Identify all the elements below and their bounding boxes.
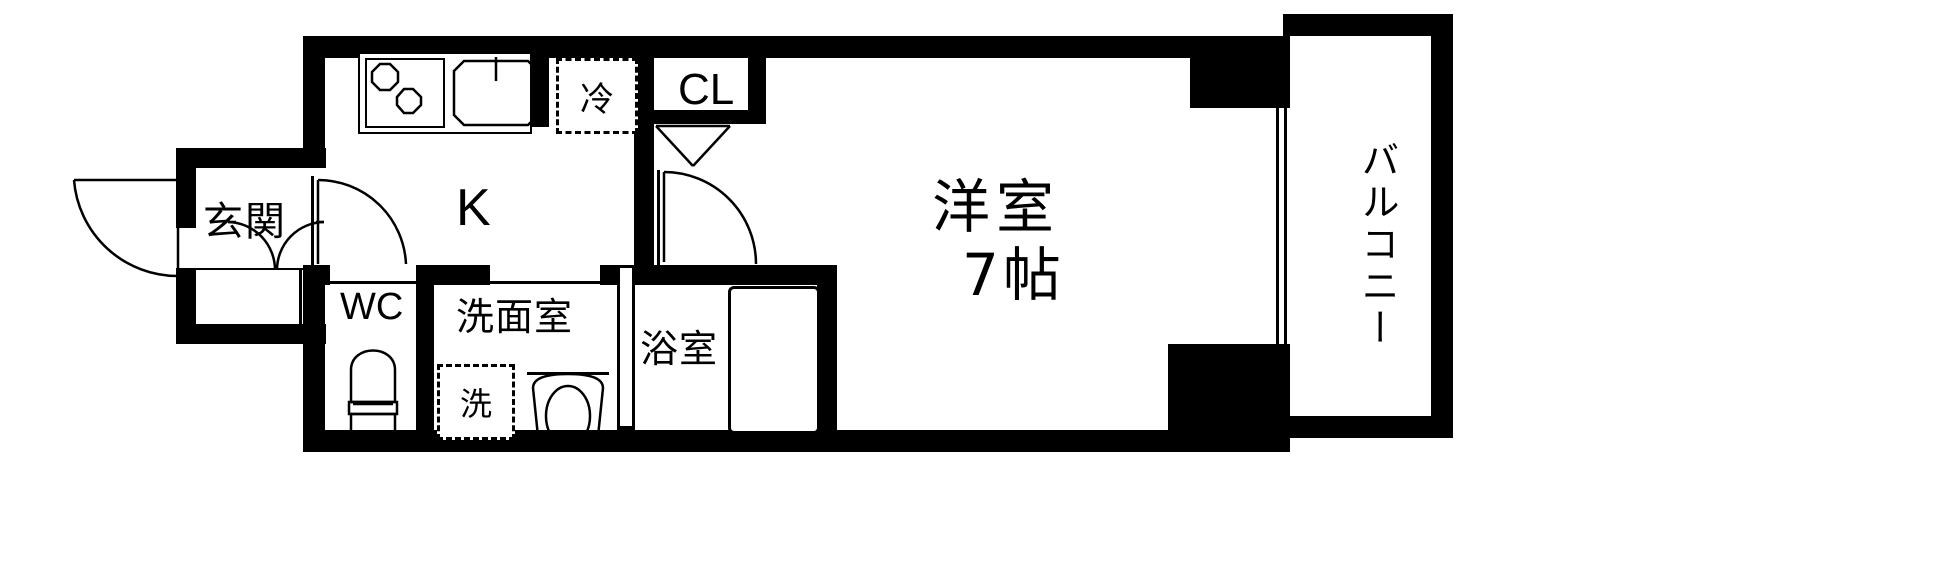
room-label-balcony: バルコニー [1355,140,1399,350]
room-label-closet: CL [678,65,735,114]
stove-burner-large-icon [370,62,400,92]
toilet-icon [347,349,399,446]
wall-left-kitchen [303,36,325,166]
wall-wc-washroom [416,265,434,452]
kitchen-living-door-swing [662,170,758,265]
room-size-living: 7帖 [962,241,1065,309]
wc-door-opening [330,265,416,285]
wall-kitchen-hall [634,36,654,162]
wall-left-kitchen-lower [303,265,325,452]
hall-door-leaf [311,176,314,268]
bath-door-opening [617,268,635,438]
wall-genkan-mid-right [303,324,325,344]
stove-panel [365,58,445,128]
wall-genkan-left-upper [176,148,196,228]
wall-kitchen-hall-lower [634,162,654,265]
room-label-washroom: 洗面室 [456,295,574,339]
wall-bottom-main [303,430,1193,452]
room-label-genkan: 玄関 [203,199,287,245]
room-label-kitchen: K [456,179,491,237]
genkan-step-line [196,268,326,270]
wall-balcony-left-lower [1283,344,1290,418]
basin-counter-line [527,372,609,375]
wall-vertical-service-right [817,265,837,452]
kitchen-living-door-leaf [657,170,660,265]
room-label-living: 洋室 [932,173,1061,241]
wall-fridge-left [531,36,549,127]
washer-label: 洗 [459,385,492,423]
wash-basin-icon [531,372,605,451]
wall-balcony-bottom [1283,416,1453,438]
washer-space: 洗 [437,364,515,440]
genkan-door-jamb-left [299,268,302,326]
front-door-swing [72,178,180,278]
wall-genkan-bottom [176,324,326,344]
balcony-window-line-2 [1284,108,1287,345]
wall-balcony-left-upper [1283,36,1290,108]
refrigerator-space: 冷 [556,58,638,134]
room-label-bath: 浴室 [640,327,719,371]
wall-right-living-midblock [1168,344,1193,452]
wc-door-line [330,281,416,284]
bath-door-line-1 [617,268,620,436]
bathtub-icon [728,286,820,434]
kitchen-sink-icon [452,57,540,127]
room-label-wc: WC [340,286,404,328]
hall-door-swing [316,178,408,265]
wall-genkan-top [176,148,326,168]
bath-door-line-2 [632,268,635,436]
closet-folding-door [655,124,731,167]
wall-balcony-right [1431,14,1453,438]
balcony-window-line-1 [1276,108,1279,345]
washroom-door-opening [490,265,600,285]
bath-door-stop [617,426,635,438]
wall-cl-right [748,36,766,122]
wall-balcony-top [1283,14,1453,36]
washroom-door-line [490,281,600,284]
stove-burner-small-icon [395,87,423,115]
refrigerator-label: 冷 [580,79,614,120]
wall-cl-bottom [654,110,766,124]
